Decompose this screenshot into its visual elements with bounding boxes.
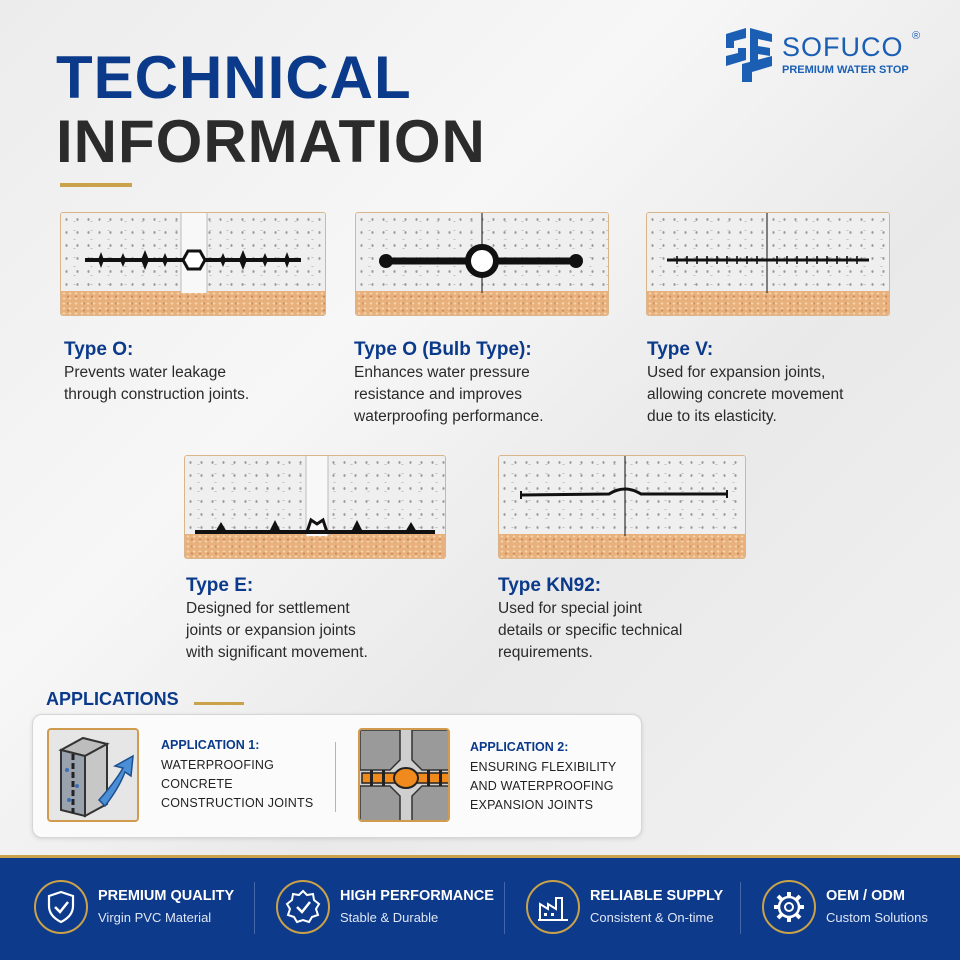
type-e-title: Type E: (186, 575, 254, 596)
type-o-bulb-description: Enhances water pressure resistance and i… (354, 364, 544, 425)
feature-subtitle: Stable & Durable (340, 910, 439, 925)
feature-divider (504, 882, 505, 934)
feature-title: OEM / ODM (826, 888, 905, 904)
applications-underline (194, 702, 244, 705)
title-underline (60, 183, 132, 187)
page-title-line1: TECHNICAL (56, 44, 412, 111)
type-e-waterstop-shape (195, 456, 435, 536)
type-v-description: Used for expansion joints, allowing conc… (647, 364, 844, 425)
application-1-description: WATERPROOFING CONCRETE CONSTRUCTION JOIN… (161, 758, 314, 810)
type-o-bulb-waterstop-shape (379, 213, 583, 293)
type-kn92-description: Used for special joint details or specif… (498, 600, 683, 661)
badge-check-icon (276, 880, 330, 934)
type-o-waterstop-shape (85, 213, 301, 293)
sofuco-logo-icon (726, 28, 772, 82)
type-kn92-waterstop-shape (520, 456, 728, 536)
application-2-title: APPLICATION 2: (470, 740, 569, 754)
brand-tagline: PREMIUM WATER STOP (782, 64, 909, 76)
type-o-description: Prevents water leakage through construct… (64, 364, 250, 403)
type-o-diagram (60, 212, 326, 316)
concrete-joint-icon (47, 728, 139, 822)
expansion-joint-icon (358, 728, 450, 822)
type-e-diagram (184, 455, 446, 559)
page-title-line2: INFORMATION (56, 108, 486, 175)
shield-check-icon (34, 880, 88, 934)
factory-icon (526, 880, 580, 934)
gear-icon (762, 880, 816, 934)
feature-title: PREMIUM QUALITY (98, 888, 235, 904)
type-v-title: Type V: (647, 339, 714, 360)
type-e-description: Designed for settlement joints or expans… (186, 600, 368, 661)
features-footer (0, 855, 960, 960)
feature-subtitle: Consistent & On-time (590, 910, 714, 925)
type-o-title: Type O: (64, 339, 134, 360)
type-kn92-diagram (498, 455, 746, 559)
feature-subtitle: Custom Solutions (826, 910, 928, 925)
feature-title: RELIABLE SUPPLY (590, 888, 724, 904)
type-o-bulb-diagram (355, 212, 609, 316)
type-o-bulb-title: Type O (Bulb Type): (354, 339, 532, 360)
application-2-description: ENSURING FLEXIBILITY AND WATERPROOFING E… (470, 760, 617, 812)
feature-divider (740, 882, 741, 934)
feature-subtitle: Virgin PVC Material (98, 910, 212, 925)
feature-divider (254, 882, 255, 934)
application-1-title: APPLICATION 1: (161, 738, 260, 752)
type-kn92-title: Type KN92: (498, 575, 602, 596)
brand-name: SOFUCO (782, 32, 904, 62)
feature-title: HIGH PERFORMANCE (340, 888, 494, 904)
type-v-waterstop-shape (667, 213, 869, 293)
registered-mark: ® (912, 30, 921, 42)
applications-heading: APPLICATIONS (46, 689, 179, 709)
applications-divider (335, 742, 336, 812)
brand-logo: SOFUCO ® PREMIUM WATER STOP (722, 26, 932, 86)
type-v-diagram (646, 212, 890, 316)
